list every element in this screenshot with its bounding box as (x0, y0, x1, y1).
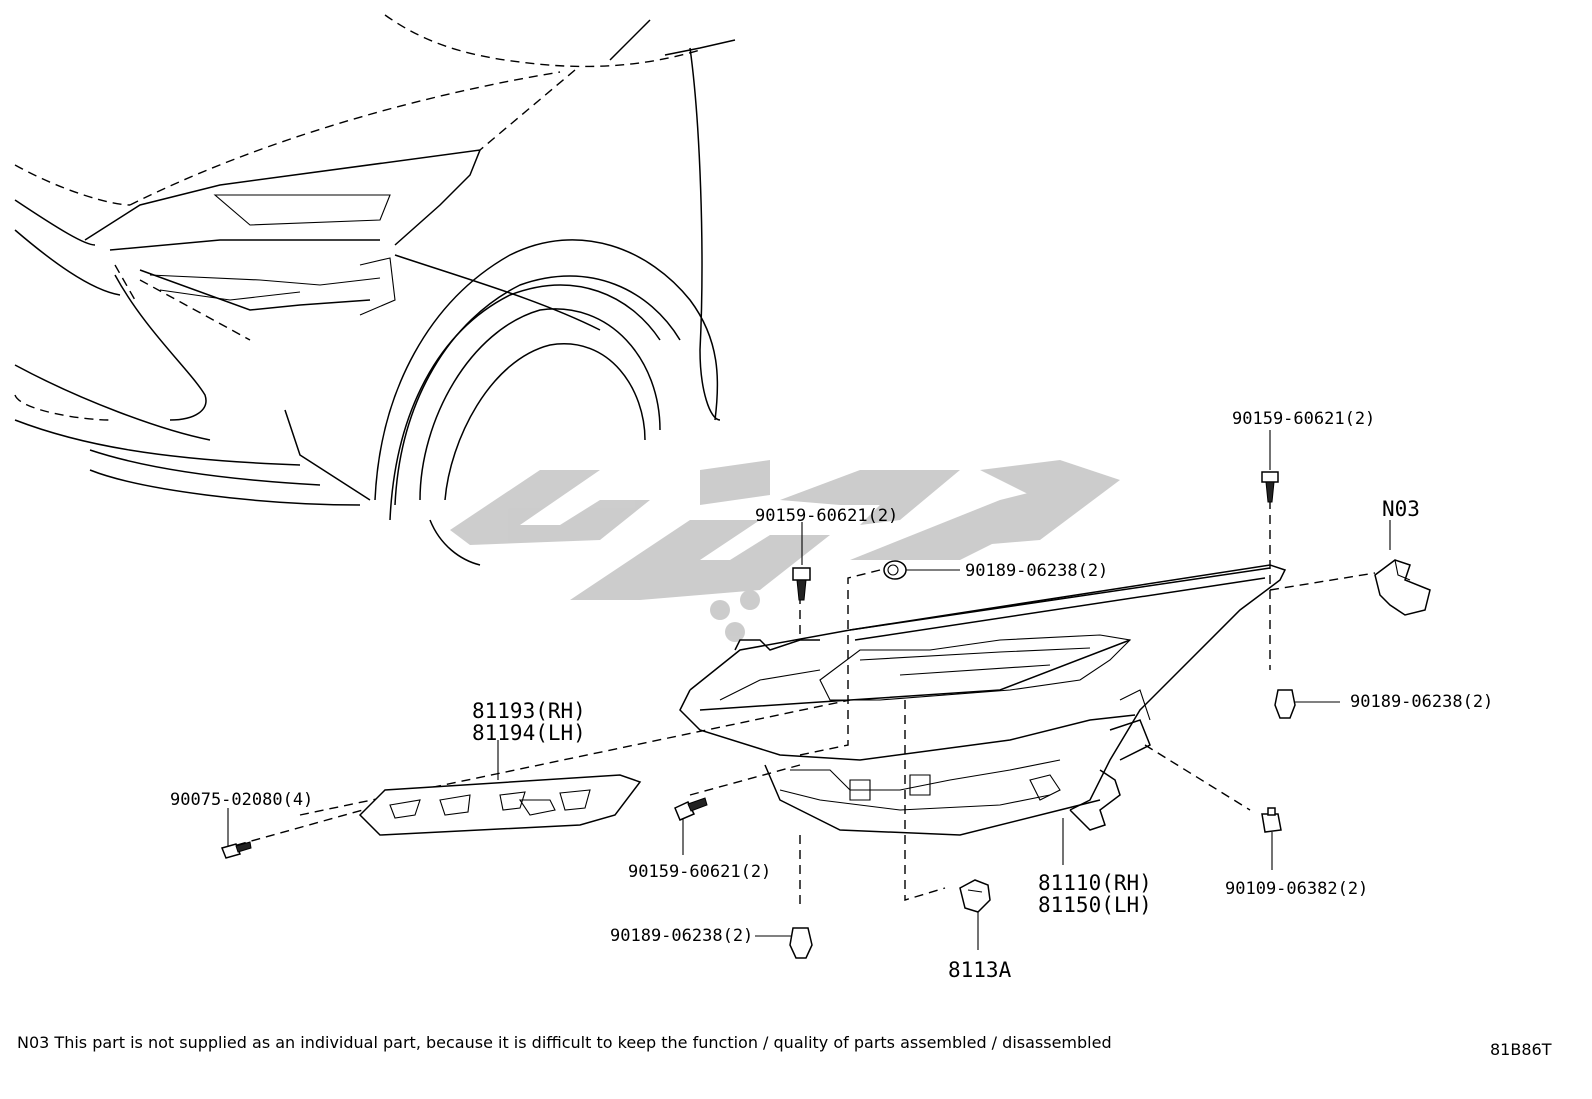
clip-90189-06238-right (1274, 689, 1296, 719)
figure-code: 81B86T (1490, 1040, 1552, 1059)
watermark-logo (450, 460, 1120, 642)
part-8113A (959, 879, 991, 913)
callout-81110-rh: 81110(RH) (1038, 871, 1152, 895)
clip-90189-06238-bottom (789, 927, 813, 959)
callout-90159-60621-left: 90159-60621(2) (628, 862, 771, 882)
clip-90189-06238-top (883, 560, 907, 580)
footnote-N03: N03 This part is not supplied as an indi… (17, 1033, 1112, 1052)
bolt-90159-60621-left (674, 797, 708, 821)
callout-90109-06382: 90109-06382(2) (1225, 879, 1368, 899)
connector-N03 (1374, 559, 1431, 616)
bracket-81193-81194 (358, 774, 642, 836)
bolt-90159-60621-center (792, 567, 811, 601)
callout-81194-lh: 81194(LH) (472, 721, 586, 745)
callout-N03: N03 (1382, 497, 1420, 521)
callout-90075-02080: 90075-02080(4) (170, 790, 313, 810)
callout-90159-60621-center: 90159-60621(2) (755, 506, 898, 526)
callout-81193-rh: 81193(RH) (472, 699, 586, 723)
callout-81150-lh: 81150(LH) (1038, 893, 1152, 917)
callout-8113A: 8113A (948, 958, 1012, 982)
car-front-outline (14, 14, 736, 566)
callout-90159-60621-top-right: 90159-60621(2) (1232, 409, 1375, 429)
callout-90189-06238-right: 90189-06238(2) (1350, 692, 1493, 712)
bolt-90109-06382 (1261, 807, 1282, 833)
callout-labels: 90159-60621(2) N03 90159-60621(2) 90189-… (170, 409, 1493, 982)
callout-90189-06238-top: 90189-06238(2) (965, 561, 1108, 581)
callout-90189-06238-bottom: 90189-06238(2) (610, 926, 753, 946)
headlamp-assembly (679, 564, 1287, 836)
bolt-90159-60621-top-right (1261, 471, 1279, 503)
screw-90075-02080 (220, 841, 252, 859)
